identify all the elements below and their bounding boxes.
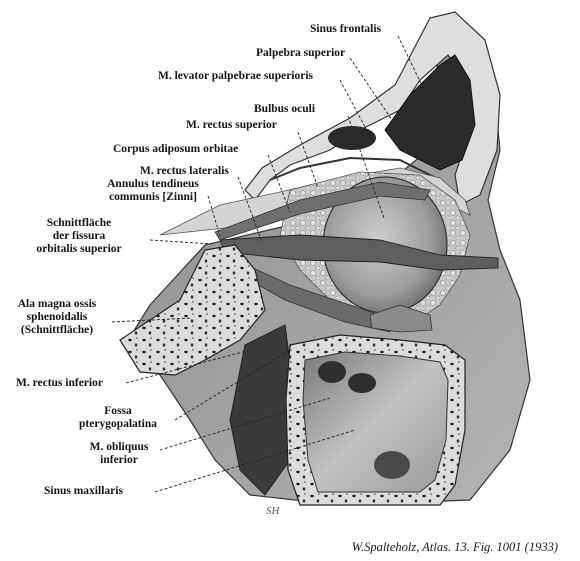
- frontal-sinus-cavity: [384, 54, 476, 171]
- obliquus-inferior-muscle: [369, 304, 433, 333]
- sinus-recess-b: [348, 373, 376, 393]
- label-m-levator-palpebrae: M. levator palpebrae superioris: [158, 70, 314, 82]
- pterygopalatine-fossa: [229, 324, 296, 496]
- orbital-roof-cavity: [328, 126, 376, 150]
- label-m-obliquus-inferior: M. obliquus inferior: [89, 441, 149, 466]
- ala-magna-section: [119, 244, 266, 376]
- label-corpus-adiposum: Corpus adiposum orbitae: [113, 143, 239, 155]
- label-schnittflaeche-fissura: Schnittfläche der fissura orbitalis supe…: [36, 217, 122, 255]
- label-m-rectus-lateralis: M. rectus lateralis: [140, 165, 229, 177]
- artist-signature: SH: [266, 505, 280, 517]
- label-annulus-tendineus: Annulus tendineus communis [Zinni]: [107, 178, 199, 203]
- label-m-rectus-superior: M. rectus superior: [186, 119, 277, 131]
- label-ala-magna: Ala magna ossis sphenoidalis (Schnittflä…: [17, 298, 97, 336]
- sinus-recess-c: [374, 451, 410, 479]
- label-sinus-frontalis: Sinus frontalis: [310, 23, 382, 35]
- leader-lines: [111, 35, 433, 493]
- label-palpebra-superior: Palpebra superior: [256, 47, 346, 59]
- label-fossa-pterygopalatina: Fossa pterygopalatina: [79, 405, 157, 430]
- figure-caption: W.Spalteholz, Atlas. 13. Fig. 1001 (1933…: [351, 540, 558, 554]
- label-bulbus-oculi: Bulbus oculi: [254, 103, 316, 115]
- label-sinus-maxillaris: Sinus maxillaris: [44, 485, 123, 497]
- rectus-lateralis-muscle: [219, 234, 499, 271]
- sinus-recess-a: [318, 361, 346, 383]
- label-m-rectus-inferior: M. rectus inferior: [16, 377, 103, 389]
- maxillary-sinus-cavity: [302, 351, 449, 493]
